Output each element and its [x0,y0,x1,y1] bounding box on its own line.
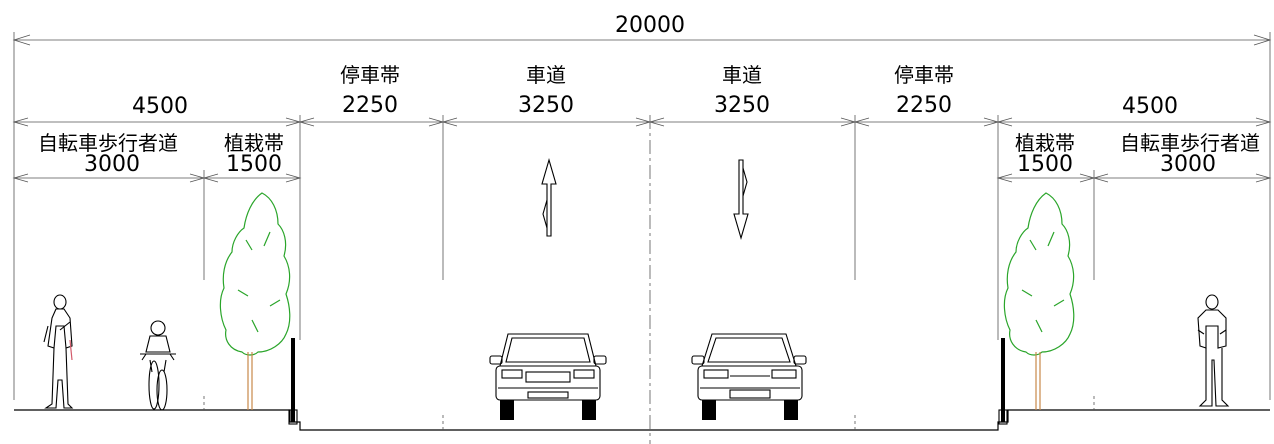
right-parking-dimension: 停車帯 2250 [853,63,1000,340]
left-cyclist-figure [140,320,176,411]
left-sidewalk-width: 3000 [84,152,140,177]
right-lane-dimension: 車道 3250 [648,63,857,127]
left-parking-width: 2250 [342,93,398,118]
right-planting-dimension: 植栽帯 1500 [996,131,1096,280]
left-lane-name: 車道 [526,63,566,87]
left-planting-dimension: 植栽帯 1500 [202,131,302,183]
left-side-dimension: 4500 [12,94,302,127]
left-sidewalk-name: 自転車歩行者道 [38,131,178,155]
left-car-front-view [489,333,607,420]
left-lane-width: 3250 [518,93,574,118]
left-pedestrian-figure [43,294,74,409]
right-planting-name: 植栽帯 [1015,131,1075,155]
right-pedestrian-figure [1197,294,1230,407]
left-parking-name: 停車帯 [340,63,400,87]
left-sidewalk-dimension: 自転車歩行者道 3000 [12,131,206,280]
right-side-dimension: 4500 [996,32,1272,400]
right-parking-width: 2250 [896,93,952,118]
right-tree [1003,192,1075,410]
left-side-width-label: 4500 [132,94,188,119]
left-curb-post [288,338,298,425]
right-parking-name: 停車帯 [894,63,954,87]
right-side-width-label: 4500 [1122,94,1178,119]
left-lane-dimension: 車道 3250 [441,63,652,127]
right-curb-post [998,338,1008,425]
right-car-front-view [691,333,807,420]
left-parking-dimension: 停車帯 2250 [298,63,445,340]
right-planting-width: 1500 [1017,152,1073,177]
total-dimension: 20000 [12,13,1272,400]
left-tree [219,192,291,410]
ground-profile [14,409,1270,431]
right-sidewalk-name: 自転車歩行者道 [1120,131,1260,155]
left-lane-direction-arrow [541,158,557,237]
right-lane-direction-arrow [733,159,749,240]
total-width-label: 20000 [615,13,685,38]
right-lane-name: 車道 [722,63,762,87]
right-sidewalk-width: 3000 [1160,152,1216,177]
right-sidewalk-dimension: 自転車歩行者道 3000 [1092,131,1272,183]
right-lane-width: 3250 [714,93,770,118]
left-planting-width: 1500 [226,152,282,177]
left-planting-name: 植栽帯 [224,131,284,155]
